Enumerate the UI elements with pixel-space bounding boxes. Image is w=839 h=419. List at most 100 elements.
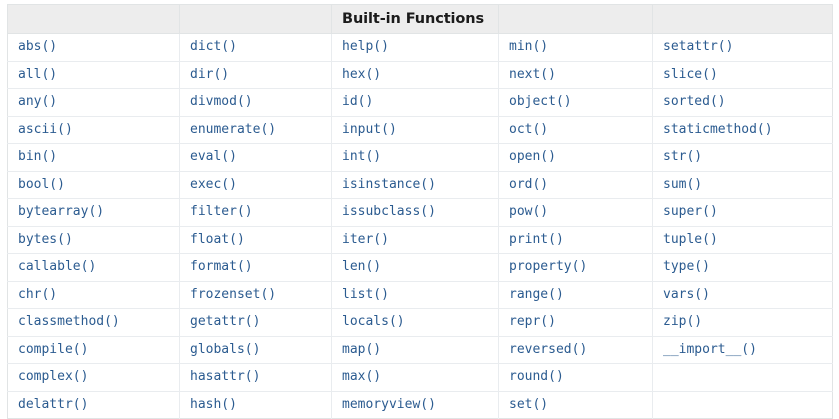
function-link[interactable]: zip() <box>663 314 703 329</box>
function-link[interactable]: bytes() <box>18 231 73 247</box>
function-link[interactable]: type() <box>663 259 710 274</box>
function-link[interactable]: next() <box>509 66 556 82</box>
function-link[interactable]: callable() <box>18 259 97 274</box>
table-cell: property() <box>498 253 653 282</box>
function-link[interactable]: pow() <box>509 204 549 219</box>
table-cell: len() <box>331 253 499 282</box>
function-link[interactable]: enumerate() <box>190 121 277 137</box>
function-link[interactable]: min() <box>509 39 549 54</box>
function-link[interactable]: id() <box>342 94 374 109</box>
function-link[interactable]: classmethod() <box>18 314 120 329</box>
function-link[interactable]: complex() <box>18 369 89 384</box>
table-row: ascii() enumerate() input() oct() staticmeth… <box>7 116 833 144</box>
table-cell: enumerate() <box>179 116 332 144</box>
function-link[interactable]: eval() <box>190 149 237 164</box>
table-header-cell-2 <box>179 4 332 34</box>
table-cell: list() <box>331 281 499 309</box>
function-link[interactable]: open() <box>509 149 556 164</box>
function-link[interactable]: float() <box>190 231 245 247</box>
table-header-cell-4 <box>498 4 653 34</box>
function-link[interactable]: sorted() <box>663 94 726 109</box>
table-cell: staticmethod() <box>652 116 833 144</box>
function-link[interactable]: iter() <box>342 231 389 247</box>
function-link[interactable]: issubclass() <box>342 204 436 219</box>
function-link[interactable]: repr() <box>509 314 556 329</box>
table-cell: vars() <box>652 281 833 309</box>
table-cell: __import__() <box>652 336 833 364</box>
table-body: abs() dict() help() min() setattr() all() dir(… <box>7 33 833 419</box>
function-link[interactable]: all() <box>18 66 58 82</box>
function-link[interactable]: super() <box>663 204 718 219</box>
function-link[interactable]: delattr() <box>18 396 89 412</box>
table-title: Built-in Functions <box>331 4 499 34</box>
function-link[interactable]: bytearray() <box>18 204 105 219</box>
function-link[interactable]: compile() <box>18 341 89 357</box>
table-cell: next() <box>498 61 653 89</box>
function-link[interactable]: bin() <box>18 149 58 164</box>
function-link[interactable]: staticmethod() <box>663 121 773 137</box>
function-link[interactable]: hasattr() <box>190 369 261 384</box>
function-link[interactable]: memoryview() <box>342 396 436 412</box>
function-link[interactable]: dict() <box>190 39 237 54</box>
table-row: bytearray() filter() issubclass() pow() supe… <box>7 198 833 227</box>
function-link[interactable]: any() <box>18 94 58 109</box>
table-row: bin() eval() int() open() str() <box>7 143 833 172</box>
function-link[interactable]: int() <box>342 149 382 164</box>
function-link[interactable]: globals() <box>190 341 261 357</box>
table-cell: ord() <box>498 171 653 199</box>
function-link[interactable]: getattr() <box>190 314 261 329</box>
table-cell: min() <box>498 33 653 62</box>
function-link[interactable]: print() <box>509 231 564 247</box>
function-link[interactable]: slice() <box>663 66 718 82</box>
table-cell <box>652 363 833 392</box>
function-link[interactable]: vars() <box>663 286 710 302</box>
function-link[interactable]: max() <box>342 369 382 384</box>
function-link[interactable]: exec() <box>190 176 237 192</box>
table-cell: max() <box>331 363 499 392</box>
table-cell: input() <box>331 116 499 144</box>
function-link[interactable]: object() <box>509 94 572 109</box>
table-cell: hash() <box>179 391 332 419</box>
table-cell: float() <box>179 226 332 254</box>
function-link[interactable]: filter() <box>190 204 253 219</box>
table-cell: range() <box>498 281 653 309</box>
function-link[interactable]: list() <box>342 286 389 302</box>
function-link[interactable]: help() <box>342 39 389 54</box>
function-link[interactable]: oct() <box>509 121 549 137</box>
function-link[interactable]: reversed() <box>509 341 588 357</box>
table-cell: setattr() <box>652 33 833 62</box>
function-link[interactable]: ascii() <box>18 121 73 137</box>
function-link[interactable]: len() <box>342 259 382 274</box>
function-link[interactable]: hex() <box>342 66 382 82</box>
function-link[interactable]: chr() <box>18 286 58 302</box>
function-link[interactable]: set() <box>509 396 549 412</box>
function-link[interactable]: tuple() <box>663 231 718 247</box>
function-link[interactable]: property() <box>509 259 588 274</box>
function-link[interactable]: format() <box>190 259 253 274</box>
table-cell: sum() <box>652 171 833 199</box>
function-link[interactable]: frozenset() <box>190 286 277 302</box>
function-link[interactable]: str() <box>663 149 703 164</box>
table-row: callable() format() len() property() type() <box>7 253 833 282</box>
table-cell: format() <box>179 253 332 282</box>
table-cell: bytearray() <box>7 198 180 227</box>
function-link[interactable]: bool() <box>18 176 65 192</box>
function-link[interactable]: locals() <box>342 314 405 329</box>
function-link[interactable]: input() <box>342 121 397 137</box>
function-link[interactable]: abs() <box>18 39 58 54</box>
function-link[interactable]: map() <box>342 341 382 357</box>
table-cell: compile() <box>7 336 180 364</box>
table-cell: any() <box>7 88 180 117</box>
function-link[interactable]: ord() <box>509 176 549 192</box>
function-link[interactable]: hash() <box>190 396 237 412</box>
function-link[interactable]: isinstance() <box>342 176 436 192</box>
function-link[interactable]: dir() <box>190 66 230 82</box>
function-link[interactable]: sum() <box>663 176 703 192</box>
table-cell: hex() <box>331 61 499 89</box>
function-link[interactable]: __import__() <box>663 341 757 357</box>
table-cell: hasattr() <box>179 363 332 392</box>
function-link[interactable]: divmod() <box>190 94 253 109</box>
function-link[interactable]: round() <box>509 369 564 384</box>
function-link[interactable]: setattr() <box>663 39 734 54</box>
function-link[interactable]: range() <box>509 286 564 302</box>
